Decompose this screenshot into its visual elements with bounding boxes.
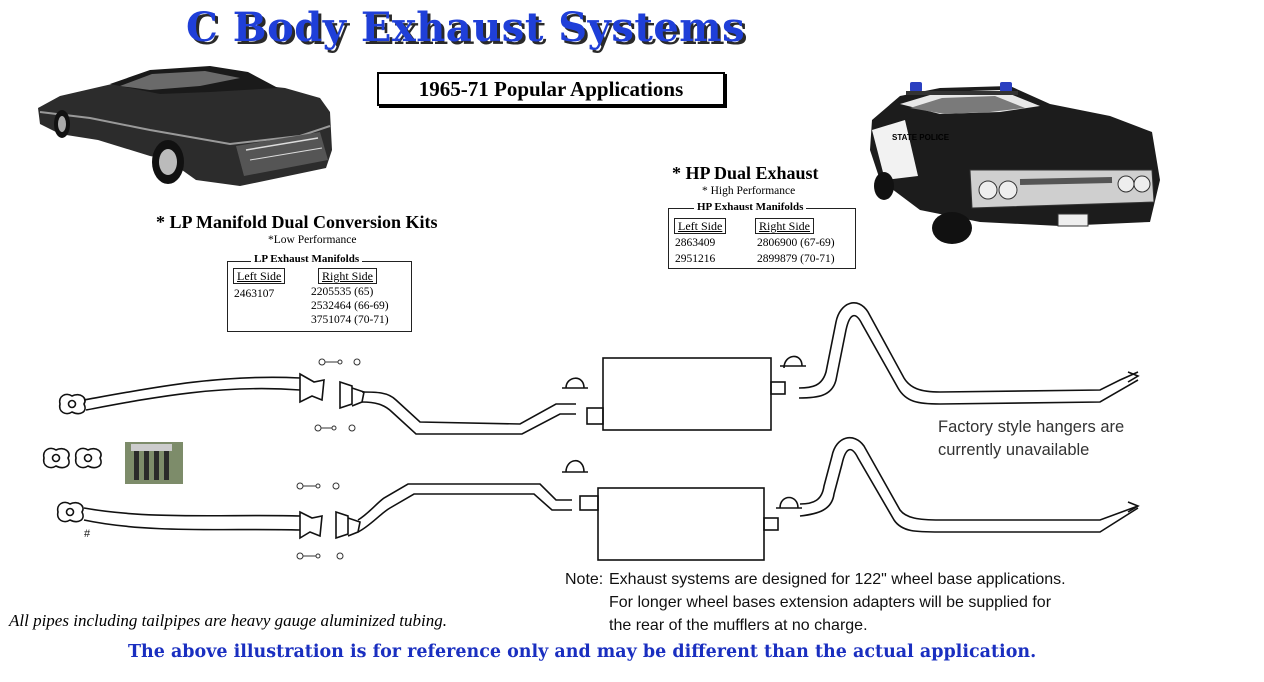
- hp-right-header: Right Side: [755, 218, 815, 234]
- hangers-note-line: Factory style hangers are: [938, 418, 1125, 436]
- lp-left-value: 2463107: [234, 288, 275, 300]
- hp-left-value: 2951216: [675, 253, 716, 265]
- note-line: Exhaust systems are designed for 122" wh…: [609, 571, 1066, 588]
- hp-right-value: 2806900 (67-69): [757, 237, 835, 249]
- lp-right-header: Right Side: [318, 268, 378, 284]
- lp-footnote: *Low Performance: [268, 234, 357, 246]
- page-title: C Body Exhaust Systems: [186, 4, 746, 51]
- wheelbase-note: Note:: [565, 568, 603, 591]
- wheelbase-note-text: Exhaust systems are designed for 122" wh…: [609, 568, 1066, 637]
- lp-right-value: 3751074 (70-71): [311, 314, 389, 326]
- subtitle-box: 1965-71 Popular Applications: [377, 72, 725, 106]
- spare-gaskets: [42, 447, 102, 469]
- upper-exhaust-run: [58, 302, 1140, 435]
- police-car-illustration: [870, 82, 1160, 244]
- hardtop-car-illustration: [38, 66, 332, 186]
- lp-table-caption: LP Exhaust Manifolds: [251, 253, 363, 265]
- disclaimer: The above illustration is for reference …: [128, 642, 1037, 662]
- lower-hardware: [296, 482, 344, 560]
- material-note: All pipes including tailpipes are heavy …: [9, 611, 447, 630]
- hangers-note: Factory style hangers are currently unav…: [938, 416, 1124, 462]
- hp-left-value: 2863409: [675, 237, 716, 249]
- bolt-kit-photo: [125, 442, 183, 484]
- hp-table-caption: HP Exhaust Manifolds: [694, 201, 807, 213]
- hangers-note-line: currently unavailable: [938, 441, 1090, 459]
- lp-right-value: 2532464 (66-69): [311, 300, 389, 312]
- note-line: For longer wheel bases extension adapter…: [609, 594, 1052, 611]
- lower-exhaust-run: [56, 436, 1140, 561]
- note-line: the rear of the mufflers at no charge.: [609, 617, 868, 634]
- upper-hardware: [314, 358, 361, 432]
- police-door-text: STATE POLICE: [892, 133, 950, 142]
- lp-manifold-table: LP Exhaust Manifolds Left Side Right Sid…: [227, 253, 412, 332]
- note-label: Note:: [565, 571, 604, 588]
- hp-right-value: 2899879 (70-71): [757, 253, 835, 265]
- lp-right-value: 2205535 (65): [311, 286, 374, 298]
- lp-left-header: Left Side: [233, 268, 286, 284]
- lp-heading: * LP Manifold Dual Conversion Kits: [156, 212, 438, 232]
- hp-manifold-table: HP Exhaust Manifolds Left Side Right Sid…: [668, 201, 856, 269]
- pipe-marker: #: [84, 528, 91, 540]
- hp-left-header: Left Side: [674, 218, 727, 234]
- hp-heading: * HP Dual Exhaust: [672, 163, 819, 183]
- hp-footnote: * High Performance: [702, 185, 796, 197]
